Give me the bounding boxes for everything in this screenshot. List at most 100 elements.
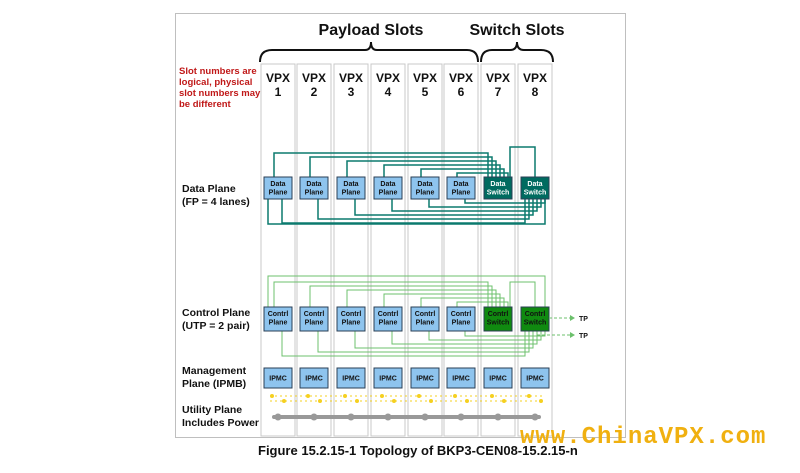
utility-node-7	[494, 413, 502, 421]
ipmc-slot-7-label: IPMC	[489, 376, 507, 383]
data-box-slot-3-line-1: Data	[343, 181, 358, 188]
slot-1-number: 1	[275, 85, 282, 99]
slot-8-number: 8	[532, 85, 539, 99]
ctrl-link-top-s7-p2	[309, 285, 493, 307]
ipmc-slot-8-label: IPMC	[526, 376, 544, 383]
data-link-bottom-s8-p4	[391, 199, 538, 212]
utility-plane-bus	[272, 413, 541, 421]
slot-2-type: VPX	[302, 71, 326, 85]
utility-node-1	[274, 413, 282, 421]
ipmc-slot-3-label: IPMC	[342, 376, 360, 383]
ipmb-dot-b-5	[429, 399, 433, 403]
ipmb-dot-a-6	[453, 394, 457, 398]
payload-slots-brace	[259, 41, 479, 63]
data-link-top-s7-p6	[456, 172, 509, 177]
ipmb-dot-a-1	[270, 394, 274, 398]
switch-slots-brace	[480, 41, 554, 63]
tp-label-1: TP	[579, 316, 588, 323]
data-box-slot-5-line-2: Plane	[416, 190, 435, 197]
ctrl-box-slot-7-line-2: Switch	[487, 320, 510, 327]
ctrl-box-slot-3-line-1: Contrl	[341, 311, 362, 318]
control-plane-label: Control Plane	[182, 307, 250, 319]
ctrl-box-slot-7-box	[483, 306, 513, 332]
ipmb-dot-a-5	[417, 394, 421, 398]
slot-5-type: VPX	[413, 71, 437, 85]
tp-arrowhead-1	[570, 315, 575, 321]
note-line-2: logical, physical	[179, 77, 252, 88]
slot-5-number: 5	[422, 85, 429, 99]
tp-label-2: TP	[579, 333, 588, 340]
ipmb-dot-a-4	[380, 394, 384, 398]
slot-7-number: 7	[495, 85, 502, 99]
ctrl-box-slot-4-line-2: Plane	[379, 320, 398, 327]
data-box-slot-7-box	[483, 176, 513, 200]
switch-slots-label: Switch Slots	[469, 22, 564, 39]
data-box-slot-7-line-1: Data	[490, 181, 505, 188]
ctrl-box-slot-2-line-2: Plane	[305, 320, 324, 327]
data-box-slot-6-line-2: Plane	[452, 190, 471, 197]
ipmc-slot-4-label: IPMC	[379, 376, 397, 383]
ctrl-link-bottom-s8-p6	[464, 331, 546, 337]
ctrl-link-top-s7-p4	[383, 293, 501, 307]
ipmb-dot-a-8	[527, 394, 531, 398]
ipmb-dot-b-6	[465, 399, 469, 403]
ctrl-box-slot-6-box	[446, 306, 476, 332]
control-plane-sublabel: (UTP = 2 pair)	[182, 320, 250, 332]
ctrl-box-slot-6-line-1: Contrl	[451, 311, 472, 318]
data-box-slot-8-line-2: Switch	[524, 190, 547, 197]
data-box-slot-2-box	[299, 176, 329, 200]
data-plane-links	[267, 146, 546, 225]
ipmc-slot-5-box	[410, 367, 440, 389]
ctrl-box-slot-1-line-1: Contrl	[268, 311, 289, 318]
diagram-frame	[175, 13, 626, 438]
ctrl-box-slot-2-box	[299, 306, 329, 332]
slot-8-type: VPX	[523, 71, 547, 85]
ipmc-slot-4-box	[373, 367, 403, 389]
ipmc-slot-6-label: IPMC	[452, 376, 470, 383]
ctrl-box-slot-8-line-2: Switch	[524, 320, 547, 327]
ctrl-link-outer	[267, 275, 546, 307]
data-box-slot-6-line-1: Data	[453, 181, 468, 188]
ipmb-dot-b-1	[282, 399, 286, 403]
ipmb-dot-b-8	[539, 399, 543, 403]
slot-6-number: 6	[458, 85, 465, 99]
note-line-4: be different	[179, 99, 232, 110]
ipmb-dot-a-7	[490, 394, 494, 398]
ctrl-box-slot-3-line-2: Plane	[342, 320, 361, 327]
ipmb-dot-b-2	[318, 399, 322, 403]
ctrl-box-slot-4-line-1: Contrl	[378, 311, 399, 318]
data-box-slot-4-line-2: Plane	[379, 190, 398, 197]
data-box-slot-8-box	[520, 176, 550, 200]
ipmb-dot-b-3	[355, 399, 359, 403]
ipmc-slot-2-label: IPMC	[305, 376, 323, 383]
ctrl-box-slot-8-box	[520, 306, 550, 332]
utility-node-6	[457, 413, 465, 421]
utility-plane-sublabel: Includes Power	[182, 417, 259, 429]
ctrl-box-slot-3-box	[336, 306, 366, 332]
watermark: www.ChinaVPX.com	[520, 424, 767, 451]
ctrl-box-slot-6-line-2: Plane	[452, 320, 471, 327]
utility-node-8	[531, 413, 539, 421]
slot-6-type: VPX	[449, 71, 473, 85]
data-plane-label: Data Plane	[182, 183, 236, 195]
ipmc-slot-3-box	[336, 367, 366, 389]
tp-arrowhead-2	[570, 332, 575, 338]
utility-plane-label: Utility Plane	[182, 404, 242, 416]
ctrl-link-top-s7-p6	[456, 301, 509, 307]
slot-numbering-note: Slot numbers are logical, physical slot …	[179, 66, 261, 110]
data-link-top-s7-p4	[383, 164, 501, 177]
data-box-slot-6-box	[446, 176, 476, 200]
ctrl-box-slot-2-line-1: Contrl	[304, 311, 325, 318]
ipmc-slot-1-label: IPMC	[269, 376, 287, 383]
ipmb-dot-a-3	[343, 394, 347, 398]
ctrl-box-slot-7-line-1: Contrl	[488, 311, 509, 318]
ipmc-slot-1-box	[263, 367, 293, 389]
slot-2-number: 2	[311, 85, 318, 99]
data-box-slot-2-line-2: Plane	[305, 190, 324, 197]
control-plane-links	[267, 275, 546, 357]
ipmb-dot-b-7	[502, 399, 506, 403]
slot-4-number: 4	[385, 85, 392, 99]
ipmc-slot-6-box	[446, 367, 476, 389]
data-box-slot-3-line-2: Plane	[342, 190, 361, 197]
